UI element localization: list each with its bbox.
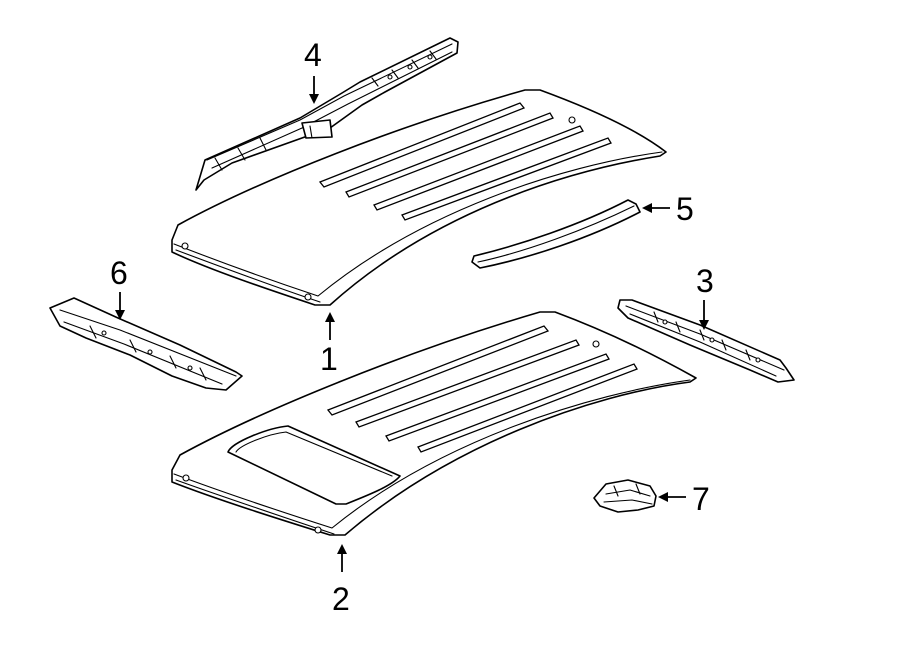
callout-3: 3 — [696, 263, 714, 299]
part-2-roof-panel-sunroof[interactable] — [171, 311, 697, 536]
roof-2-ribs — [326, 325, 638, 453]
part-3-rear-bow[interactable] — [617, 299, 795, 383]
part-6-front-bow[interactable] — [49, 297, 243, 391]
callout-7: 7 — [692, 481, 710, 517]
part-4-roof-header[interactable] — [195, 37, 459, 191]
part-1-roof-panel[interactable] — [171, 89, 667, 306]
callout-6: 6 — [110, 255, 128, 291]
callout-4: 4 — [304, 37, 322, 73]
part-5-rear-header[interactable] — [471, 199, 641, 269]
roof-1-ribs — [318, 102, 612, 221]
callout-5: 5 — [676, 191, 694, 227]
callout-1: 1 — [320, 341, 338, 377]
callout-2: 2 — [332, 581, 350, 617]
callout-leaders — [115, 76, 709, 572]
part-7-bracket[interactable] — [593, 479, 657, 513]
